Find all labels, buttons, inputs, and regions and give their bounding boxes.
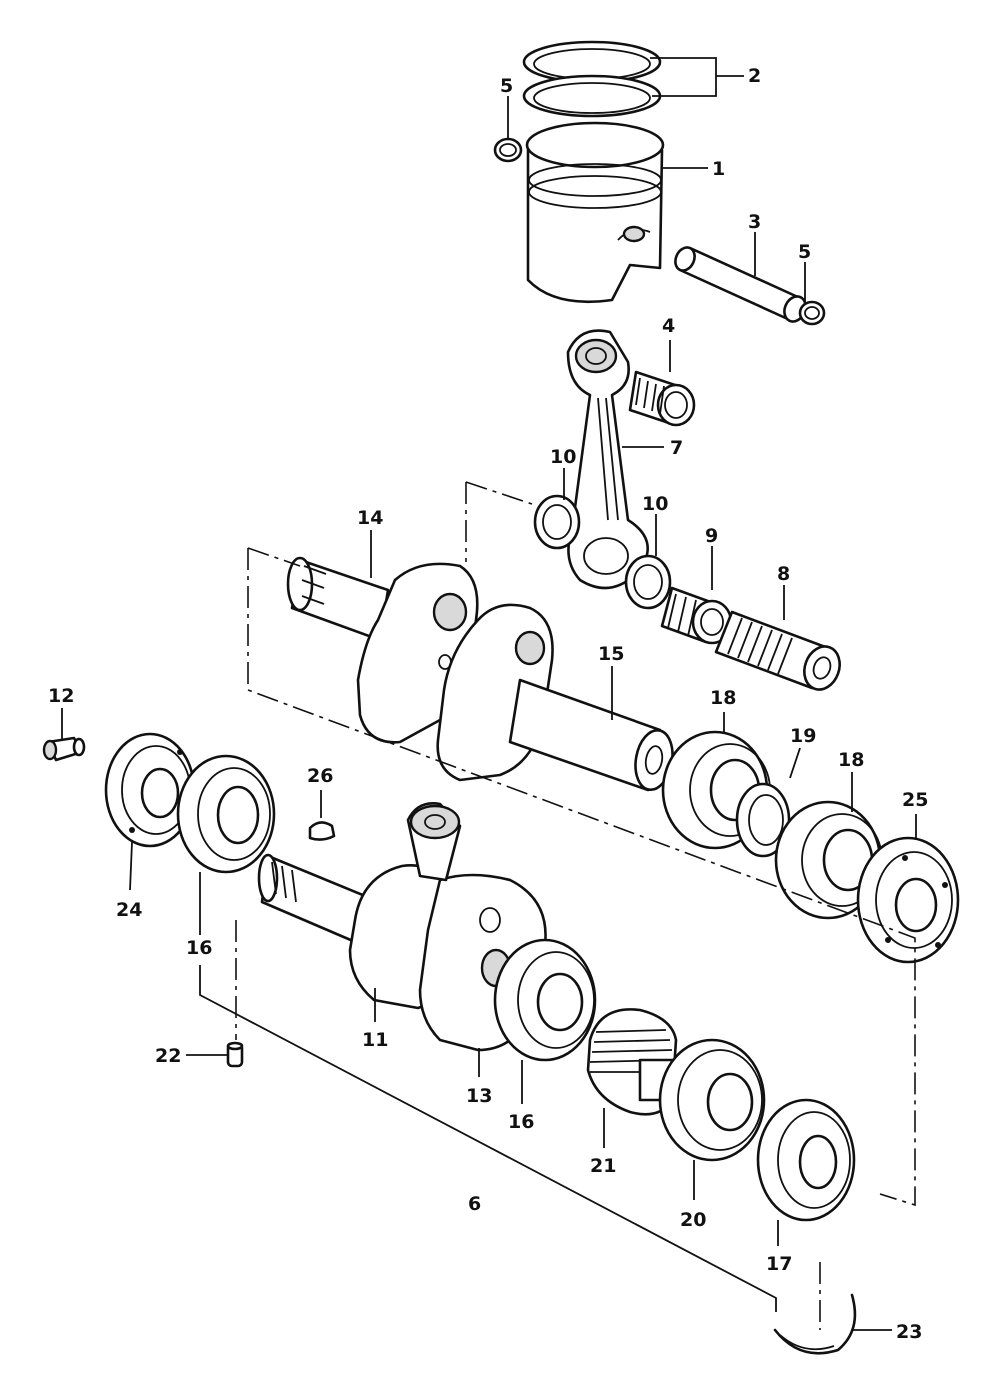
callout-5-left: 5: [500, 75, 513, 97]
piston-pin[interactable]: [672, 244, 810, 325]
callout-23: 23: [896, 1321, 922, 1343]
callout-21: 21: [590, 1155, 616, 1177]
callout-5-right: 5: [798, 241, 811, 263]
callout-24: 24: [116, 899, 142, 921]
callout-1: 1: [712, 158, 725, 180]
grease-fitting[interactable]: [42, 736, 86, 762]
callout-15: 15: [598, 643, 624, 665]
circlip-right[interactable]: [798, 300, 826, 326]
crankshaft-assembly[interactable]: [257, 802, 547, 1052]
piston[interactable]: [525, 121, 665, 304]
big-end-bearing[interactable]: [660, 586, 733, 645]
callout-2: 2: [748, 65, 761, 87]
snap-ring[interactable]: [773, 1293, 857, 1355]
callout-4: 4: [662, 315, 675, 337]
callout-13: 13: [466, 1085, 492, 1107]
callout-labels: 1 2 3 4 5 5 6 7 8 9 10 10 11 12 13 14 15…: [48, 65, 928, 1343]
callout-18-right: 18: [838, 749, 864, 771]
oil-seal-right[interactable]: [856, 836, 960, 964]
piston-rings[interactable]: [522, 40, 662, 118]
main-bearing-16a[interactable]: [176, 754, 276, 874]
callout-6: 6: [468, 1193, 481, 1215]
callout-16-left: 16: [186, 937, 212, 959]
outer-bearing[interactable]: [756, 1098, 856, 1222]
oil-seal-left[interactable]: [104, 732, 196, 848]
woodruff-key[interactable]: [308, 821, 336, 841]
callout-11: 11: [362, 1029, 388, 1051]
callout-12: 12: [48, 685, 74, 707]
circlip-left[interactable]: [493, 137, 523, 163]
callout-17: 17: [766, 1253, 792, 1275]
main-bearing-16b[interactable]: [493, 938, 597, 1062]
callout-26: 26: [307, 765, 333, 787]
crankshaft-half-right[interactable]: [436, 603, 677, 793]
crank-pin[interactable]: [714, 610, 845, 694]
small-end-bearing[interactable]: [628, 370, 696, 427]
callout-20: 20: [680, 1209, 706, 1231]
callout-3: 3: [748, 211, 761, 233]
callout-10-right: 10: [642, 493, 668, 515]
callout-10-left: 10: [550, 446, 576, 468]
connecting-rod[interactable]: [566, 329, 649, 590]
callout-16-right: 16: [508, 1111, 534, 1133]
dowel-pin[interactable]: [226, 1041, 244, 1068]
thrust-washer-right[interactable]: [624, 554, 672, 610]
callout-7: 7: [670, 437, 683, 459]
callout-18-left: 18: [710, 687, 736, 709]
leader-lines: [61, 57, 917, 1331]
thrust-washer-left[interactable]: [533, 494, 581, 550]
callout-22: 22: [155, 1045, 181, 1067]
assembly-bracket: [199, 965, 777, 1312]
callout-8: 8: [777, 563, 790, 585]
seal-housing[interactable]: [658, 1038, 766, 1162]
callout-14: 14: [357, 507, 383, 529]
callout-9: 9: [705, 525, 718, 547]
callout-19: 19: [790, 725, 816, 747]
assembly-lines: [235, 481, 916, 1330]
main-bearing-18b[interactable]: [774, 800, 883, 920]
callout-25: 25: [902, 789, 928, 811]
